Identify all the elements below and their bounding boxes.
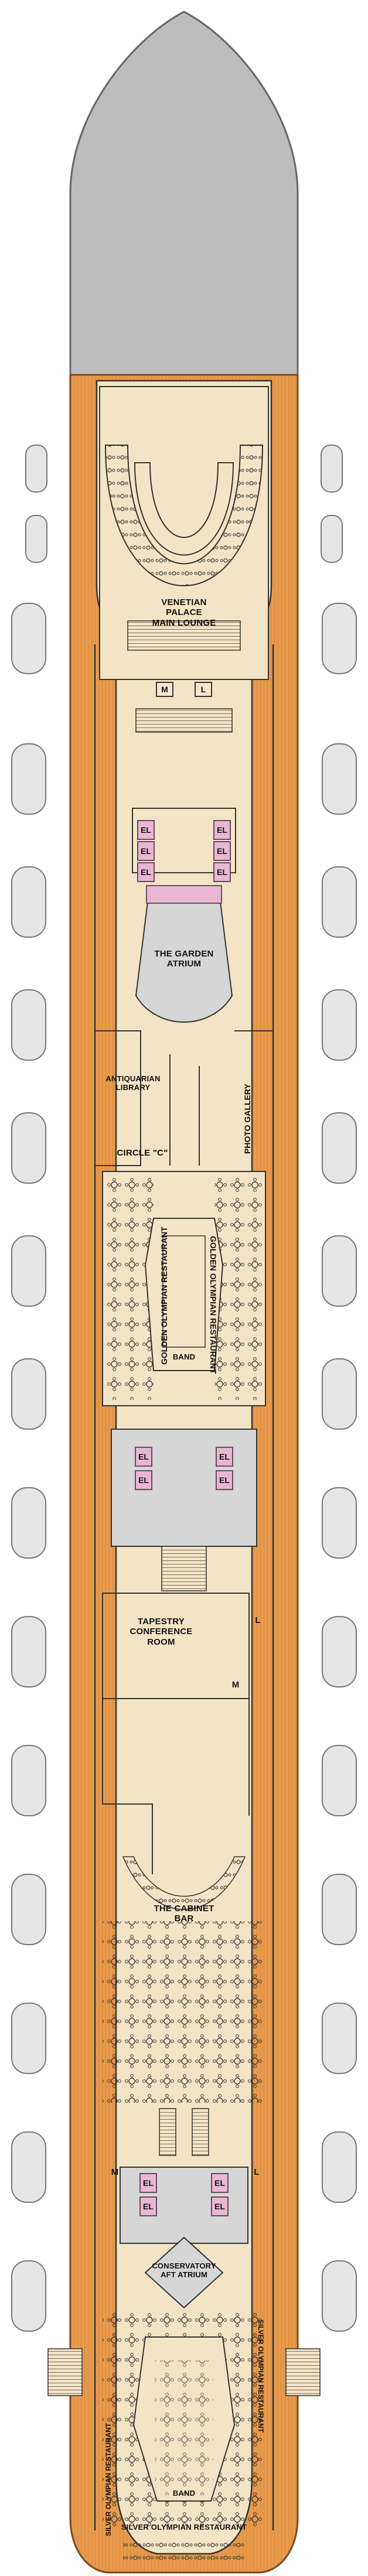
band-label-fwd: BAND	[172, 1352, 196, 1361]
garden-atrium-label: THE GARDEN ATRIUM	[154, 949, 214, 969]
antiquarian-library-label: ANTIQUARIAN LIBRARY	[105, 1074, 161, 1092]
venetian-palace-label: VENETIAN PALACE MAIN LOUNGE	[152, 597, 216, 628]
library-walls	[95, 1030, 273, 1166]
ladies-tag: L	[200, 685, 206, 694]
photo-gallery-label: PHOTO GALLERY	[243, 1084, 252, 1154]
silver-olympian-label-right: SILVER OLYMPIAN RESTAURANT	[257, 2319, 265, 2433]
elevator-aft-3: EL	[211, 2173, 229, 2193]
ladies-tag-aft: L	[254, 2167, 260, 2177]
cabinet-bar-label: THE CABINET BAR	[154, 1904, 214, 1924]
circle-c-label: CIRCLE "C"	[117, 1148, 168, 1158]
silver-olympian-restaurant	[47, 2308, 321, 2560]
ladies-tag-mid: L	[255, 1615, 261, 1625]
men-tag-aft: M	[111, 2167, 119, 2177]
stairs-aft-stbd	[285, 2348, 321, 2396]
stairs-fwd	[135, 708, 233, 733]
lifeboats-port	[11, 445, 47, 2332]
lifeboats-starboard	[321, 445, 357, 2332]
elevator-fwd-6: EL	[213, 862, 231, 882]
golden-olympian-label-right: GOLDEN OLYMPIAN RESTAURANT	[209, 1236, 218, 1374]
conservatory-label: CONSERVATORY AFT ATRIUM	[152, 2261, 216, 2279]
band-label-aft: BAND	[172, 2489, 196, 2498]
stairs-mid	[161, 1546, 207, 1591]
cabinet-bar	[103, 1856, 265, 2103]
stairs-aft-port	[47, 2348, 83, 2396]
elevator-aft-2: EL	[139, 2196, 157, 2216]
elevator-fwd-2: EL	[137, 841, 155, 861]
elevator-fwd-5: EL	[213, 841, 231, 861]
tapestry-label: TAPESTRY CONFERENCE ROOM	[130, 1617, 193, 1647]
elevator-fwd-3: EL	[137, 862, 155, 882]
elevator-mid-4: EL	[216, 1470, 233, 1490]
men-tag-mid: M	[231, 1680, 240, 1690]
elevator-aft-1: EL	[139, 2173, 157, 2193]
elevator-fwd-4: EL	[213, 820, 231, 840]
elevator-aft-4: EL	[211, 2196, 229, 2216]
silver-olympian-label-bottom: SILVER OLYMPIAN RESTAURANT	[121, 2523, 247, 2531]
venetian-palace-lounge	[99, 386, 269, 680]
men-tag: M	[161, 685, 168, 694]
elevator-mid-2: EL	[135, 1470, 152, 1490]
elevator-mid-3: EL	[216, 1447, 233, 1467]
men-restroom-fwd: M	[156, 682, 173, 697]
ladies-restroom-fwd: L	[195, 682, 212, 697]
stairs-aft-pair-r	[192, 2108, 209, 2156]
golden-olympian-label-left: GOLDEN OLYMPIAN RESTAURANT	[159, 1226, 169, 1365]
golden-olympian-restaurant	[102, 1171, 266, 1406]
elevator-fwd-1: EL	[137, 820, 155, 840]
garden-atrium	[135, 885, 233, 1023]
elevator-mid-1: EL	[135, 1447, 152, 1467]
bow	[69, 11, 299, 376]
silver-olympian-label-left: SILVER OLYMPIAN RESTAURANT	[104, 2423, 113, 2536]
stairs-aft-pair-l	[159, 2108, 176, 2156]
